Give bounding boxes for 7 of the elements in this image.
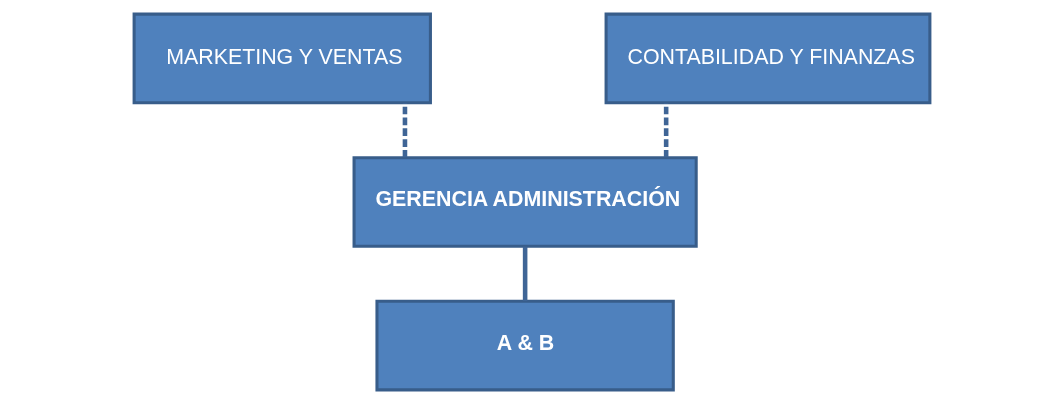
node-box: GERENCIA ADMINISTRACIÓN [352, 156, 698, 248]
connector [522, 246, 528, 301]
connector [663, 103, 669, 158]
node-box: MARKETING Y VENTAS [132, 12, 432, 105]
connector [402, 103, 408, 158]
node-box: CONTABILIDAD Y FINANZAS [604, 12, 932, 105]
node-box: A & B [375, 299, 675, 392]
